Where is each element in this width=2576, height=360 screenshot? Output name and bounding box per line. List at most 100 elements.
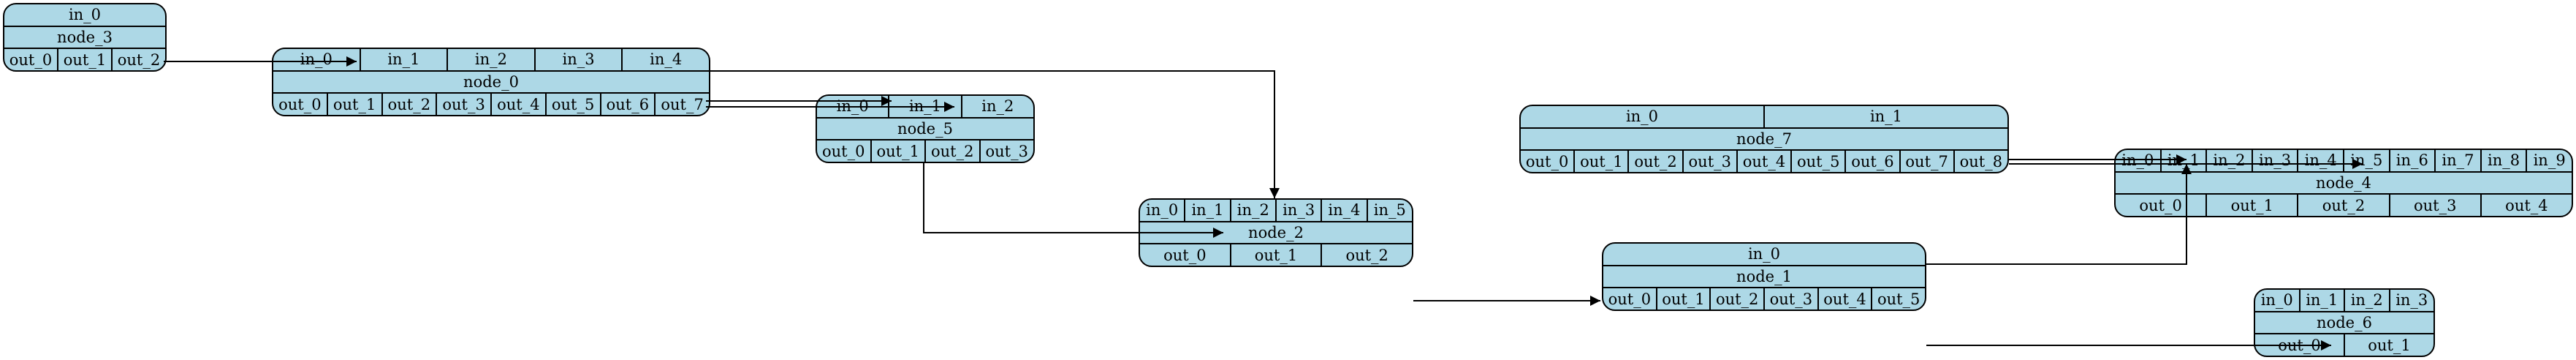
output-port-out-5[interactable]: out_5 xyxy=(1871,288,1925,310)
input-ports-row: in_0 xyxy=(4,4,165,26)
node-title-row: node_3 xyxy=(4,25,165,48)
output-port-out-7[interactable]: out_7 xyxy=(1899,151,1953,172)
output-port-out-1[interactable]: out_1 xyxy=(1573,151,1627,172)
input-port-in-0[interactable]: in_0 xyxy=(2121,151,2154,170)
input-port-in-4[interactable]: in_4 xyxy=(2297,150,2343,171)
output-port-out-0[interactable]: out_0 xyxy=(1525,152,1569,170)
node-title-row: node_1 xyxy=(1603,264,1925,288)
input-port-in-3[interactable]: in_3 xyxy=(2251,150,2298,171)
output-port-out-2[interactable]: out_2 xyxy=(111,49,165,70)
input-port-in-3[interactable]: in_3 xyxy=(1274,200,1321,221)
input-port-in-0[interactable]: in_0 xyxy=(2260,291,2293,310)
input-port-in-5[interactable]: in_5 xyxy=(1366,200,1412,221)
output-port-out-3[interactable]: out_3 xyxy=(979,140,1034,162)
node-title-row: node_5 xyxy=(817,116,1033,140)
input-port-in-9[interactable]: in_9 xyxy=(2526,150,2572,171)
output-port-out-4[interactable]: out_4 xyxy=(1736,151,1790,172)
output-port-out-0[interactable]: out_0 xyxy=(822,142,865,160)
input-port-in-3[interactable]: in_3 xyxy=(2388,290,2434,311)
input-port-in-1[interactable]: in_1 xyxy=(1184,200,1229,221)
output-port-out-2[interactable]: out_2 xyxy=(924,140,979,162)
output-ports-row: out_0 out_1 xyxy=(2255,333,2433,356)
output-port-out-2[interactable]: out_2 xyxy=(381,94,436,115)
input-port-in-0[interactable]: in_0 xyxy=(68,6,102,24)
input-port-in-7[interactable]: in_7 xyxy=(2434,150,2480,171)
output-port-out-7[interactable]: out_7 xyxy=(654,94,709,115)
output-port-out-6[interactable]: out_6 xyxy=(599,94,655,115)
input-port-in-1[interactable]: in_1 xyxy=(2159,150,2206,171)
input-port-in-2[interactable]: in_2 xyxy=(447,49,534,70)
output-port-out-3[interactable]: out_3 xyxy=(1763,288,1817,310)
input-port-in-2[interactable]: in_2 xyxy=(1229,200,1275,221)
output-port-out-8[interactable]: out_8 xyxy=(1953,151,2007,172)
input-port-in-0[interactable]: in_0 xyxy=(300,50,333,69)
output-port-out-2[interactable]: out_2 xyxy=(1627,151,1682,172)
output-port-out-5[interactable]: out_5 xyxy=(1790,151,1844,172)
input-port-in-4[interactable]: in_4 xyxy=(621,49,709,70)
output-port-out-4[interactable]: out_4 xyxy=(1817,288,1872,310)
input-port-in-0[interactable]: in_0 xyxy=(1146,201,1179,220)
output-port-out-3[interactable]: out_3 xyxy=(1682,151,1736,172)
output-port-out-0[interactable]: out_0 xyxy=(2139,196,2182,214)
output-port-out-4[interactable]: out_4 xyxy=(2480,195,2572,216)
input-port-in-0[interactable]: in_0 xyxy=(836,97,869,116)
output-port-out-1[interactable]: out_1 xyxy=(1229,244,1321,266)
output-port-out-0[interactable]: out_0 xyxy=(1163,246,1207,264)
output-port-out-1[interactable]: out_1 xyxy=(326,94,381,115)
node-title: node_3 xyxy=(57,29,113,46)
output-port-out-2[interactable]: out_2 xyxy=(1321,244,1412,266)
input-port-in-6[interactable]: in_6 xyxy=(2388,150,2435,171)
input-port-in-2[interactable]: in_2 xyxy=(2205,150,2252,171)
output-port-out-2[interactable]: out_2 xyxy=(1709,288,1763,310)
output-port-out-0[interactable]: out_0 xyxy=(2278,336,2321,354)
output-port-out-6[interactable]: out_6 xyxy=(1844,151,1899,172)
input-port-in-3[interactable]: in_3 xyxy=(533,49,622,70)
input-port-in-0[interactable]: in_0 xyxy=(1747,245,1781,263)
node-title: node_2 xyxy=(1248,224,1304,241)
output-port-out-0[interactable]: out_0 xyxy=(1608,290,1652,308)
output-port-out-1[interactable]: out_1 xyxy=(2205,195,2297,216)
input-port-in-4[interactable]: in_4 xyxy=(1321,200,1366,221)
input-port-in-1[interactable]: in_1 xyxy=(2298,290,2344,311)
output-port-out-1[interactable]: out_1 xyxy=(2344,334,2433,356)
input-port-in-8[interactable]: in_8 xyxy=(2480,150,2526,171)
output-port-out-3[interactable]: out_3 xyxy=(436,94,490,115)
input-port-in-1[interactable]: in_1 xyxy=(359,49,447,70)
output-port-out-1[interactable]: out_1 xyxy=(870,140,925,162)
input-port-in-2[interactable]: in_2 xyxy=(2344,290,2389,311)
output-port-out-1[interactable]: out_1 xyxy=(1655,288,1710,310)
output-port-out-4[interactable]: out_4 xyxy=(490,94,545,115)
node-title: node_7 xyxy=(1736,130,1792,148)
output-port-out-2[interactable]: out_2 xyxy=(2297,195,2388,216)
node-title: node_0 xyxy=(463,73,519,91)
output-port-out-3[interactable]: out_3 xyxy=(2388,195,2480,216)
input-port-in-1[interactable]: in_1 xyxy=(888,96,960,117)
output-port-out-0[interactable]: out_0 xyxy=(278,95,322,113)
input-ports-row: in_0 xyxy=(1603,244,1925,265)
input-port-in-2[interactable]: in_2 xyxy=(960,96,1033,117)
input-port-in-0[interactable]: in_0 xyxy=(1625,108,1659,126)
input-port-in-1[interactable]: in_1 xyxy=(1763,106,2007,127)
output-port-out-1[interactable]: out_1 xyxy=(57,49,111,70)
node-title-row: node_4 xyxy=(2116,170,2572,194)
input-port-in-5[interactable]: in_5 xyxy=(2342,150,2389,171)
output-port-out-0[interactable]: out_0 xyxy=(9,50,53,69)
output-port-out-5[interactable]: out_5 xyxy=(544,94,600,115)
